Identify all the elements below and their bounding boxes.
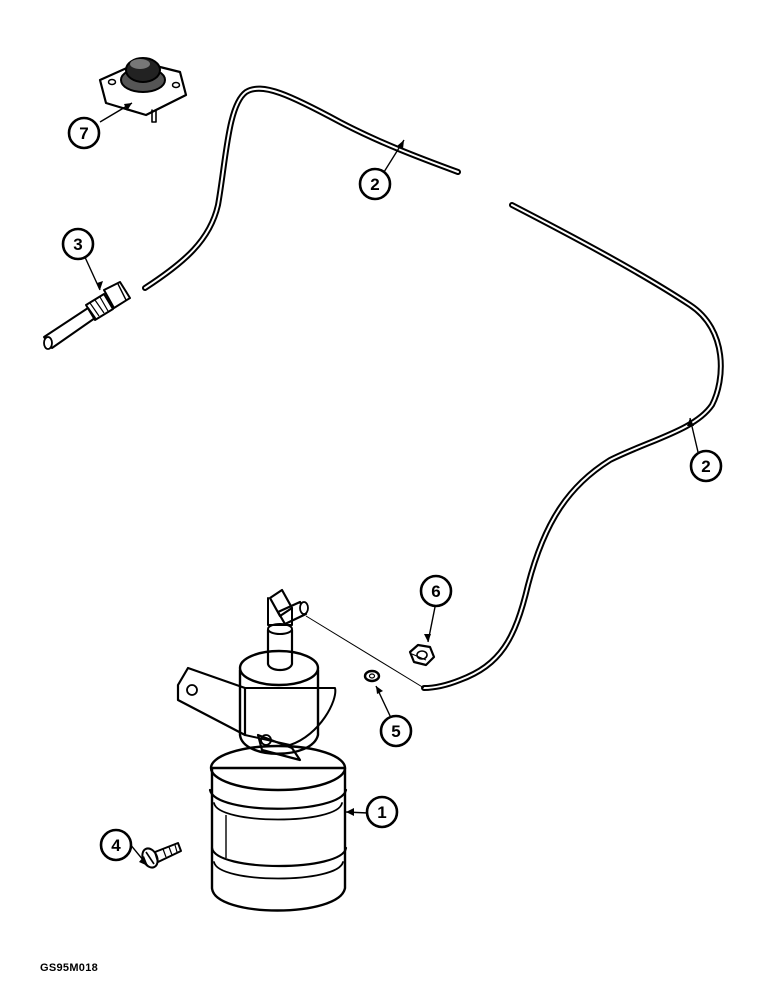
callout-4: 4 [99, 828, 133, 862]
temperature-sensor [43, 281, 131, 350]
callout-7-label: 7 [79, 124, 88, 143]
screw [141, 842, 182, 869]
leader-arrowheads [97, 103, 694, 866]
leader-lines [83, 102, 699, 867]
pressure-switch [98, 57, 188, 123]
callout-2-upper-label: 2 [370, 175, 379, 194]
callout-1-label: 1 [377, 803, 386, 822]
callout-2-lower: 2 [689, 449, 723, 483]
callout-6-label: 6 [431, 582, 440, 601]
callout-3: 3 [61, 227, 95, 261]
tube-upper [142, 85, 461, 291]
callout-5: 5 [379, 714, 413, 748]
o-ring-washer [363, 669, 381, 683]
assembly-centerline [305, 615, 425, 689]
receiver-drier [176, 588, 348, 912]
callout-7: 7 [67, 116, 101, 150]
callout-6: 6 [419, 574, 453, 608]
figure-code: GS95M018 [40, 962, 99, 974]
callout-5-label: 5 [391, 722, 400, 741]
hex-nut [408, 643, 436, 667]
callout-2-upper: 2 [358, 167, 392, 201]
tube-lower [421, 202, 724, 691]
callout-1: 1 [365, 795, 399, 829]
callout-2-lower-label: 2 [701, 457, 710, 476]
callout-4-label: 4 [111, 836, 121, 855]
callout-3-label: 3 [73, 235, 82, 254]
